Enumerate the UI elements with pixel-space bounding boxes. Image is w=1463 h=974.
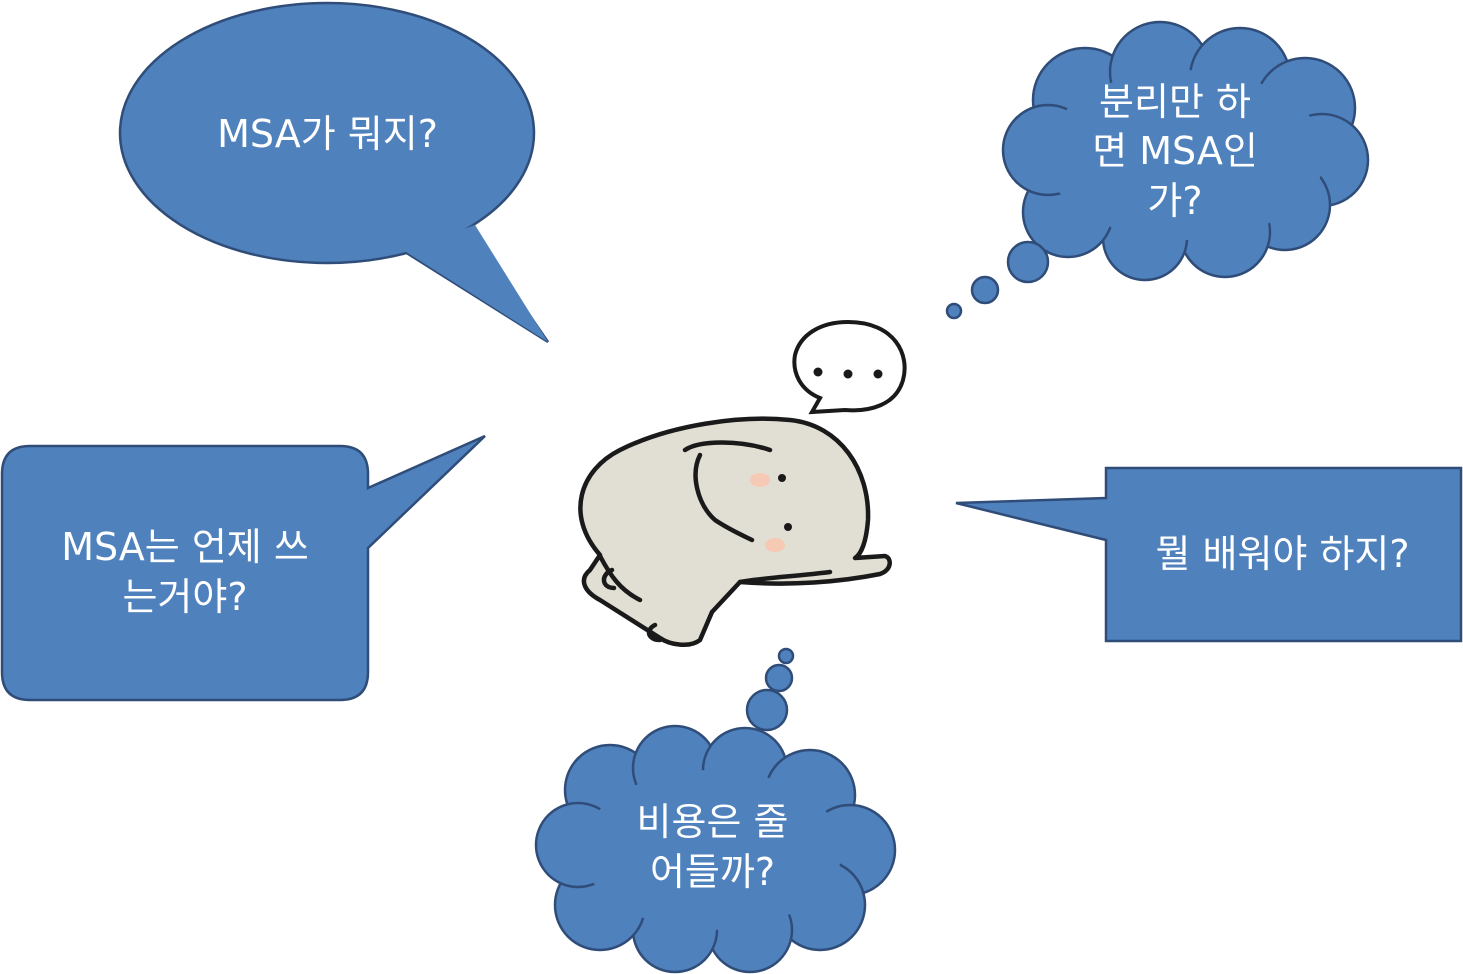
rect-bubble-text: 뭘 배워야 하지? [1110, 515, 1455, 595]
oval-speech-bubble [118, 1, 550, 344]
thought-cloud-bottom [534, 647, 897, 974]
rounded-bubble-text: MSA는 언제 쓰 는거야? [20, 515, 350, 630]
rect-speech-bubble [955, 466, 1463, 643]
thought-cloud-top [945, 20, 1370, 320]
rounded-bubble-line-2: 는거야? [122, 574, 248, 619]
oval-bubble-text: MSA가 뭐지? [150, 95, 505, 175]
cloud-bottom-line-1: 비용은 줄 [636, 800, 789, 845]
cloud-top-line-2: 면 MSA인 [1092, 129, 1258, 174]
cloud-bottom-text: 비용은 줄 어들까? [600, 790, 825, 905]
pondering-character-icon [578, 416, 892, 647]
cloud-top-line-3: 가? [1147, 178, 1203, 223]
rect-bubble-line: 뭘 배워야 하지? [1155, 532, 1410, 577]
oval-bubble-line: MSA가 뭐지? [217, 112, 438, 157]
ellipsis-thought-icon [792, 319, 907, 415]
rounded-speech-bubble [0, 434, 486, 702]
rounded-bubble-line-1: MSA는 언제 쓰 [61, 525, 309, 570]
cloud-bottom-line-2: 어들까? [649, 849, 776, 894]
cloud-top-text: 분리만 하 면 MSA인 가? [1060, 72, 1290, 232]
cloud-top-line-1: 분리만 하 [1099, 79, 1251, 124]
